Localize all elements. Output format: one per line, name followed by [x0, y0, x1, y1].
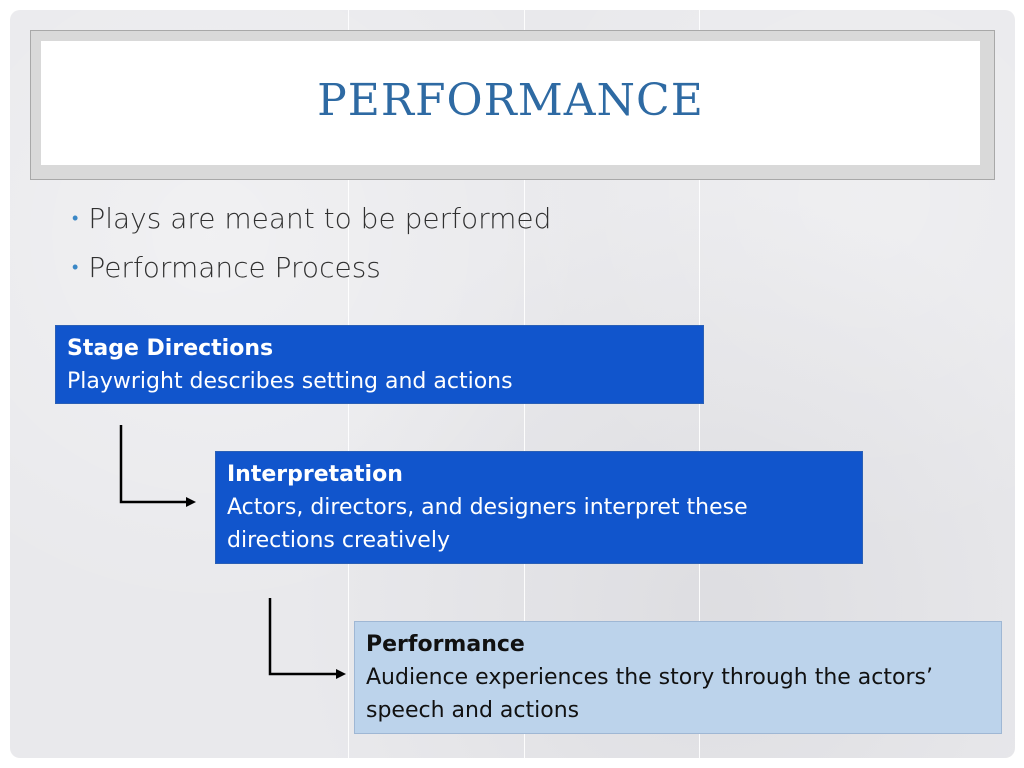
slide-title: PERFORMANCE — [317, 74, 704, 126]
title-frame: PERFORMANCE — [30, 30, 995, 180]
bullet-text: Plays are meant to be performed — [88, 202, 552, 235]
bullet-item: • Plays are meant to be performed — [72, 202, 551, 235]
step-body: Playwright describes setting and actions — [67, 369, 513, 394]
arrow-connector-icon — [268, 598, 346, 679]
slide: PERFORMANCE • Plays are meant to be perfo… — [10, 10, 1015, 758]
bullet-marker-icon: • — [72, 208, 79, 229]
step-interpretation: Interpretation Actors, directors, and de… — [215, 451, 863, 564]
step-heading: Stage Directions — [67, 336, 274, 361]
bullet-marker-icon: • — [72, 257, 79, 278]
step-heading: Interpretation — [227, 462, 403, 487]
step-body: Audience experiences the story through t… — [366, 665, 933, 723]
step-heading: Performance — [366, 632, 525, 657]
step-performance: Performance Audience experiences the sto… — [354, 621, 1002, 734]
bullet-item: • Performance Process — [72, 251, 381, 284]
arrow-connector-icon — [119, 425, 196, 507]
step-body: Actors, directors, and designers interpr… — [227, 495, 748, 553]
bullet-text: Performance Process — [88, 251, 381, 284]
step-stage-directions: Stage Directions Playwright describes se… — [55, 325, 704, 404]
title-box: PERFORMANCE — [41, 41, 980, 165]
